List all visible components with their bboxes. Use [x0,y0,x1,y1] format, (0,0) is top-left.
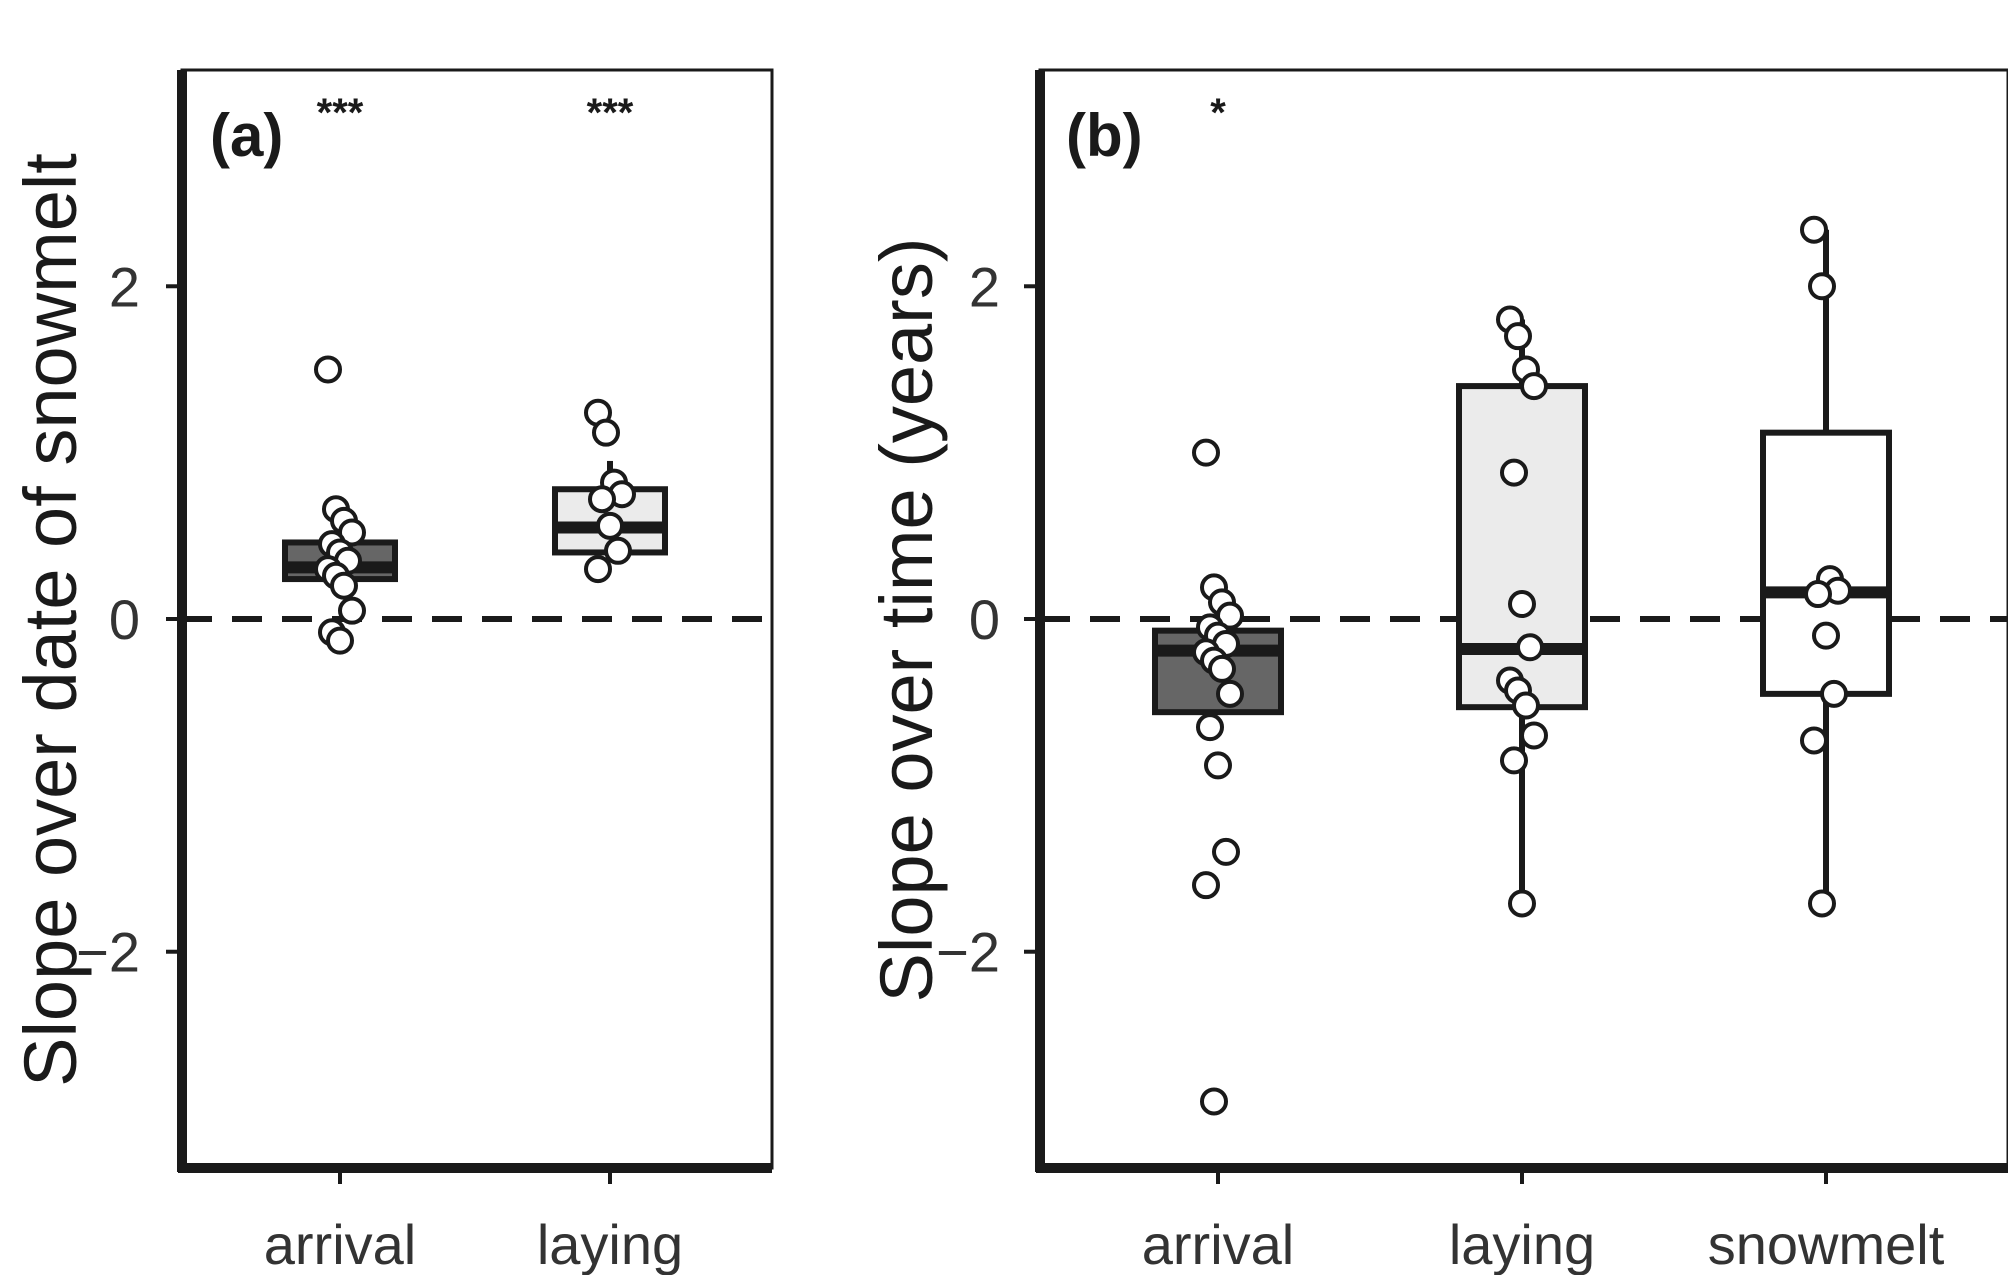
data-point [1820,679,1848,708]
x-tick-label: snowmelt [1708,1213,1945,1275]
panel-a: Slope over date of snowmelt (a) −2 0 2 arri… [9,68,774,1276]
data-point [1504,322,1532,351]
data-point [1200,1087,1228,1116]
data-point [326,626,354,655]
panel-label: (a) [210,102,283,169]
data-point [1512,691,1540,720]
y-axis-title: Slope over time (years) [865,238,948,1003]
data-point [604,536,632,565]
data-point [1508,590,1536,619]
data-point [1800,726,1828,755]
data-point [1808,272,1836,301]
data-point [1196,713,1224,742]
data-point [1500,746,1528,775]
data-point [588,485,616,514]
x-tick-label: arrival [264,1213,416,1275]
data-point [1212,837,1240,866]
box [1760,429,1892,697]
data-point [1204,751,1232,780]
y-tick-label: 2 [109,255,140,318]
significance-label: * [1210,91,1226,135]
data-point [1192,438,1220,467]
significance-label: *** [317,91,364,135]
panel-label: (b) [1066,102,1143,169]
significance-label: *** [587,91,634,135]
data-point [584,555,612,584]
data-point [1500,458,1528,487]
y-axis-title: Slope over date of snowmelt [9,153,92,1087]
data-point [1800,215,1828,244]
y-tick-label: 0 [109,588,140,651]
y-tick-label: 2 [969,255,1000,318]
panel-b: Slope over time (years) (b) −2 0 2 arrival *… [865,68,2008,1276]
x-tick-label: laying [537,1213,683,1275]
data-point [1208,654,1236,683]
data-point [1216,601,1244,630]
data-point [1808,889,1836,918]
box [1456,383,1588,711]
data-point [592,418,620,447]
data-point [1216,679,1244,708]
data-point [1812,621,1840,650]
data-point [596,511,624,540]
y-tick-label: −2 [936,921,1000,984]
x-tick-label: laying [1449,1213,1595,1275]
data-point [330,571,358,600]
data-point [1516,633,1544,662]
data-point [1520,721,1548,750]
data-point [338,596,366,625]
data-point [1192,871,1220,900]
data-point [314,355,342,384]
data-point [338,518,366,547]
y-tick-label: 0 [969,588,1000,651]
data-point [1804,580,1832,609]
data-point [1508,889,1536,918]
data-point [1520,372,1548,401]
x-tick-label: arrival [1142,1213,1294,1275]
y-tick-label: −2 [76,921,140,984]
